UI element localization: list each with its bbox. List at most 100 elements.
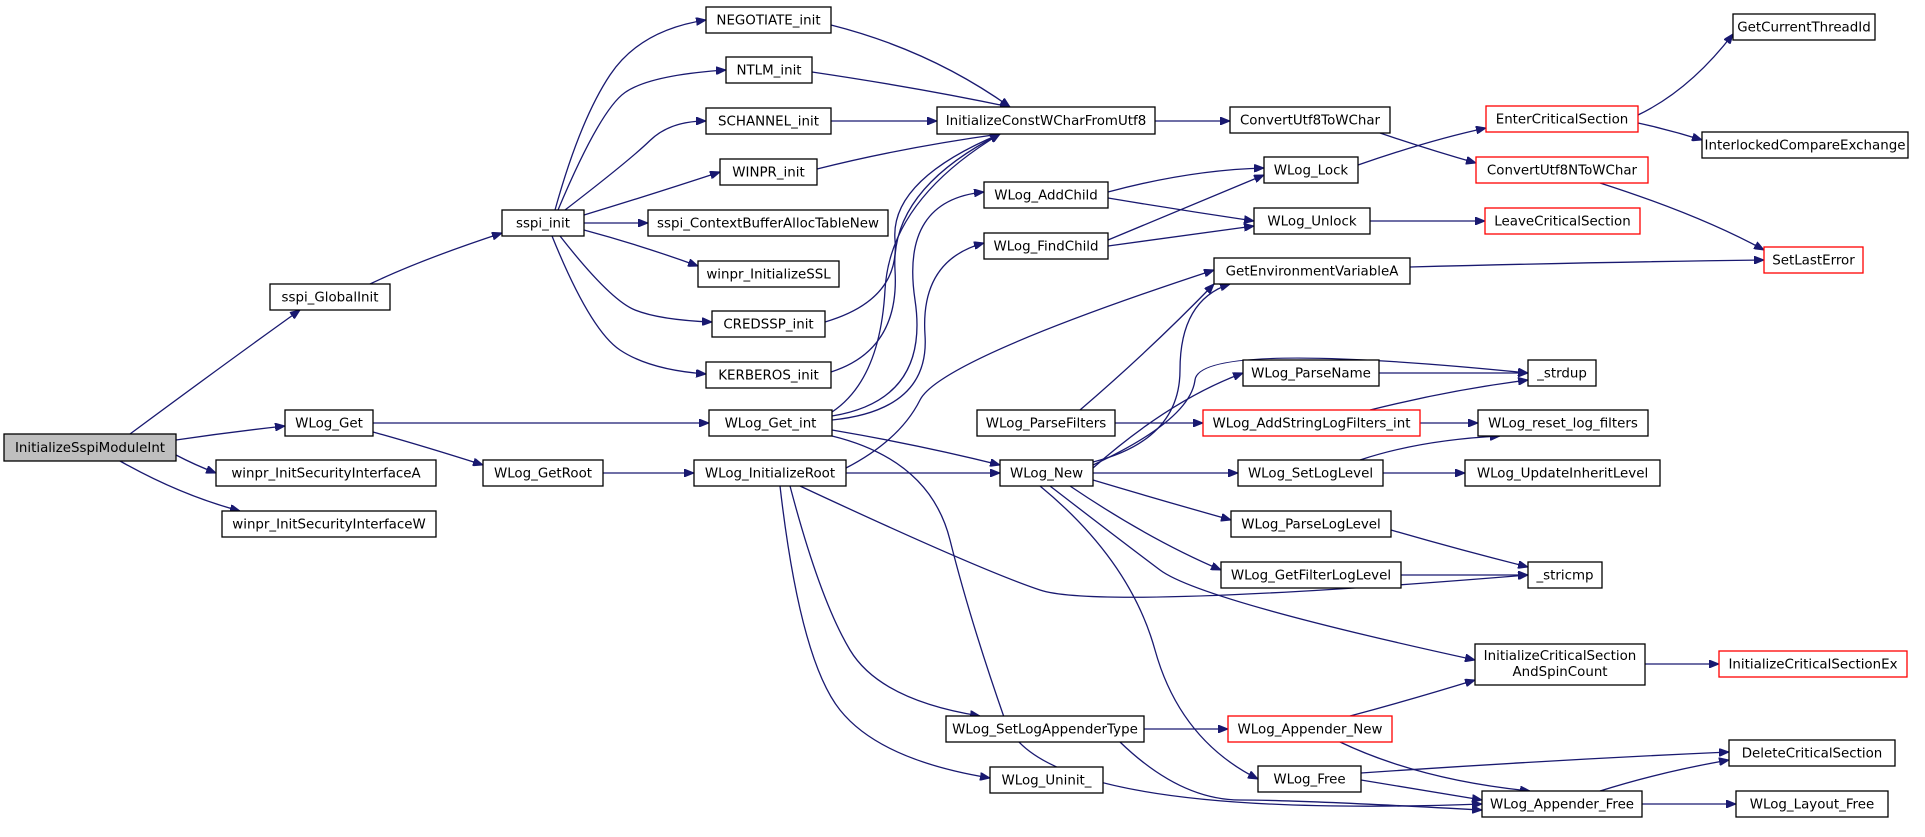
node-box[interactable] bbox=[284, 409, 374, 437]
node-box[interactable] bbox=[983, 232, 1109, 260]
node-wlog-new[interactable]: WLog_New bbox=[999, 459, 1094, 487]
node-wlog-addchild[interactable]: WLog_AddChild bbox=[983, 181, 1109, 209]
node-box[interactable] bbox=[719, 158, 818, 186]
node--stricmp[interactable]: _stricmp bbox=[1527, 561, 1603, 589]
node-box[interactable] bbox=[1484, 207, 1641, 235]
node--strdup[interactable]: _strdup bbox=[1527, 359, 1597, 387]
node-box[interactable] bbox=[1464, 459, 1661, 487]
node-wlog-getroot[interactable]: WLog_GetRoot bbox=[482, 459, 604, 487]
node-box[interactable] bbox=[693, 459, 847, 487]
node-entercriticalsection[interactable]: EnterCriticalSection bbox=[1485, 105, 1639, 133]
node-winpr-initializessl[interactable]: winpr_InitializeSSL bbox=[697, 260, 840, 288]
node-box[interactable] bbox=[708, 409, 833, 437]
node-box[interactable] bbox=[936, 106, 1156, 135]
node-winpr-initsecurityinterfacea[interactable]: winpr_InitSecurityInterfaceA bbox=[215, 459, 437, 487]
node-box[interactable] bbox=[711, 310, 826, 338]
node-getcurrentthreadid[interactable]: GetCurrentThreadId bbox=[1732, 13, 1876, 41]
node-deletecriticalsection[interactable]: DeleteCriticalSection bbox=[1728, 739, 1896, 767]
node-wlog-setloglevel[interactable]: WLog_SetLogLevel bbox=[1237, 459, 1384, 487]
node-wlog-get-int[interactable]: WLog_Get_int bbox=[708, 409, 833, 437]
node-wlog-getfilterloglevel[interactable]: WLog_GetFilterLogLevel bbox=[1220, 561, 1402, 589]
node-box[interactable] bbox=[1527, 561, 1603, 589]
node-wlog-uninit-[interactable]: WLog_Uninit_ bbox=[989, 766, 1104, 794]
node-box[interactable] bbox=[705, 6, 832, 34]
node-box[interactable] bbox=[1220, 561, 1402, 589]
node-wlog-layout-free[interactable]: WLog_Layout_Free bbox=[1735, 790, 1889, 818]
node-box[interactable] bbox=[3, 433, 177, 462]
node-box[interactable] bbox=[1728, 739, 1896, 767]
node-box[interactable] bbox=[1527, 359, 1597, 387]
node-box[interactable] bbox=[1474, 643, 1646, 686]
node-wlog-updateinheritlevel[interactable]: WLog_UpdateInheritLevel bbox=[1464, 459, 1661, 487]
node-box[interactable] bbox=[501, 209, 585, 237]
node-box[interactable] bbox=[983, 181, 1109, 209]
node-box[interactable] bbox=[1227, 715, 1393, 743]
node-initializecriticalsectionex[interactable]: InitializeCriticalSectionEx bbox=[1718, 650, 1908, 678]
node-winpr-initsecurityinterfacew[interactable]: winpr_InitSecurityInterfaceW bbox=[221, 510, 437, 538]
node-kerberos-init[interactable]: KERBEROS_init bbox=[705, 361, 832, 389]
node-setlasterror[interactable]: SetLastError bbox=[1763, 246, 1864, 274]
node-box[interactable] bbox=[1230, 510, 1392, 538]
node-box[interactable] bbox=[221, 510, 437, 538]
node-interlockedcompareexchange[interactable]: InterlockedCompareExchange bbox=[1701, 131, 1909, 159]
node-wlog-reset-log-filters[interactable]: WLog_reset_log_filters bbox=[1477, 409, 1649, 437]
node-credssp-init[interactable]: CREDSSP_init bbox=[711, 310, 826, 338]
node-box[interactable] bbox=[1477, 409, 1649, 437]
node-box[interactable] bbox=[1475, 156, 1649, 184]
node-negotiate-init[interactable]: NEGOTIATE_init bbox=[705, 6, 832, 34]
node-sspi-globalinit[interactable]: sspi_GlobalInit bbox=[269, 283, 391, 311]
node-box[interactable] bbox=[1213, 257, 1411, 285]
node-box[interactable] bbox=[1763, 246, 1864, 274]
node-box[interactable] bbox=[1263, 156, 1359, 184]
node-box[interactable] bbox=[705, 361, 832, 389]
node-box[interactable] bbox=[1735, 790, 1889, 818]
node-box[interactable] bbox=[647, 209, 889, 237]
node-box[interactable] bbox=[215, 459, 437, 487]
node-sspi-contextbufferalloctablenew[interactable]: sspi_ContextBufferAllocTableNew bbox=[647, 209, 889, 237]
node-wlog-appender-free[interactable]: WLog_Appender_Free bbox=[1481, 790, 1643, 818]
node-box[interactable] bbox=[1701, 131, 1909, 159]
node-leavecriticalsection[interactable]: LeaveCriticalSection bbox=[1484, 207, 1641, 235]
node-box[interactable] bbox=[1732, 13, 1876, 41]
node-getenvironmentvariablea[interactable]: GetEnvironmentVariableA bbox=[1213, 257, 1411, 285]
node-box[interactable] bbox=[1237, 459, 1384, 487]
node-sspi-init[interactable]: sspi_init bbox=[501, 209, 585, 237]
node-convertutf8ntowchar[interactable]: ConvertUtf8NToWChar bbox=[1475, 156, 1649, 184]
node-schannel-init[interactable]: SCHANNEL_init bbox=[705, 107, 832, 135]
node-box[interactable] bbox=[1229, 106, 1391, 134]
node-wlog-initializeroot[interactable]: WLog_InitializeRoot bbox=[693, 459, 847, 487]
node-wlog-free[interactable]: WLog_Free bbox=[1257, 765, 1362, 793]
node-box[interactable] bbox=[725, 56, 813, 84]
node-box[interactable] bbox=[989, 766, 1104, 794]
node-box[interactable] bbox=[1253, 207, 1371, 235]
node-wlog-get[interactable]: WLog_Get bbox=[284, 409, 374, 437]
node-box[interactable] bbox=[1481, 790, 1643, 818]
node-winpr-init[interactable]: WINPR_init bbox=[719, 158, 818, 186]
node-box[interactable] bbox=[1242, 359, 1380, 387]
node-wlog-parseloglevel[interactable]: WLog_ParseLogLevel bbox=[1230, 510, 1392, 538]
node-initializesspimoduleint[interactable]: InitializeSspiModuleInt bbox=[3, 433, 177, 462]
node-wlog-parsefilters[interactable]: WLog_ParseFilters bbox=[976, 409, 1116, 437]
node-box[interactable] bbox=[482, 459, 604, 487]
node-wlog-appender-new[interactable]: WLog_Appender_New bbox=[1227, 715, 1393, 743]
node-box[interactable] bbox=[999, 459, 1094, 487]
node-box[interactable] bbox=[697, 260, 840, 288]
node-wlog-unlock[interactable]: WLog_Unlock bbox=[1253, 207, 1371, 235]
node-wlog-findchild[interactable]: WLog_FindChild bbox=[983, 232, 1109, 260]
node-box[interactable] bbox=[1257, 765, 1362, 793]
node-convertutf8towchar[interactable]: ConvertUtf8ToWChar bbox=[1229, 106, 1391, 134]
node-box[interactable] bbox=[269, 283, 391, 311]
node-initializeconstwcharfromutf8[interactable]: InitializeConstWCharFromUtf8 bbox=[936, 106, 1156, 135]
node-wlog-lock[interactable]: WLog_Lock bbox=[1263, 156, 1359, 184]
node-box[interactable] bbox=[705, 107, 832, 135]
node-ntlm-init[interactable]: NTLM_init bbox=[725, 56, 813, 84]
node-wlog-parsename[interactable]: WLog_ParseName bbox=[1242, 359, 1380, 387]
node-wlog-setlogappendertype[interactable]: WLog_SetLogAppenderType bbox=[945, 715, 1145, 743]
node-box[interactable] bbox=[1202, 409, 1421, 437]
node-box[interactable] bbox=[976, 409, 1116, 437]
node-wlog-addstringlogfilters-int[interactable]: WLog_AddStringLogFilters_int bbox=[1202, 409, 1421, 437]
node-box[interactable] bbox=[1718, 650, 1908, 678]
node-box[interactable] bbox=[1485, 105, 1639, 133]
node-box[interactable] bbox=[945, 715, 1145, 743]
